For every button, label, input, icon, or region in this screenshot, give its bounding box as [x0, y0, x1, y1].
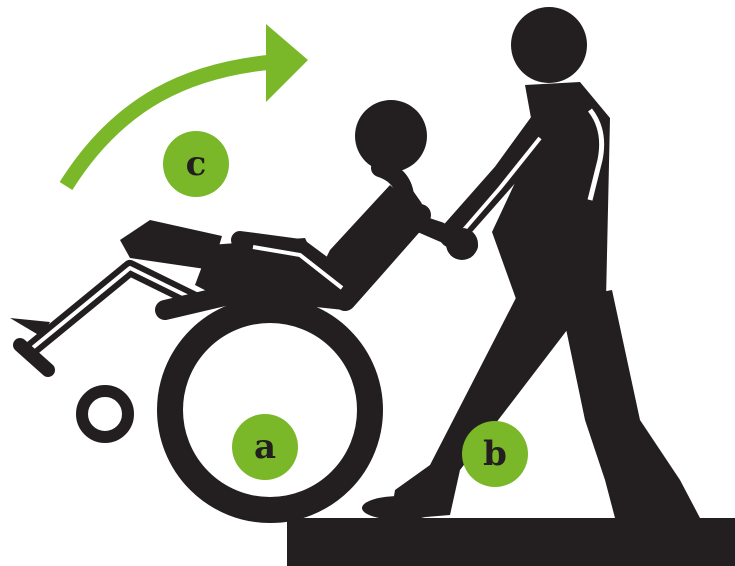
- label-a-badge: a: [232, 414, 298, 480]
- label-b-badge: b: [462, 421, 528, 487]
- main-wheel-icon: [170, 310, 370, 510]
- standing-person-icon: [362, 7, 700, 522]
- seated-person-icon: [120, 100, 440, 300]
- label-c-text: c: [186, 147, 207, 181]
- label-b-text: b: [483, 437, 507, 471]
- label-a-text: a: [254, 430, 276, 464]
- step-platform-icon: [287, 518, 735, 566]
- caster-wheel-icon: [82, 391, 128, 437]
- label-c-badge: c: [163, 131, 229, 197]
